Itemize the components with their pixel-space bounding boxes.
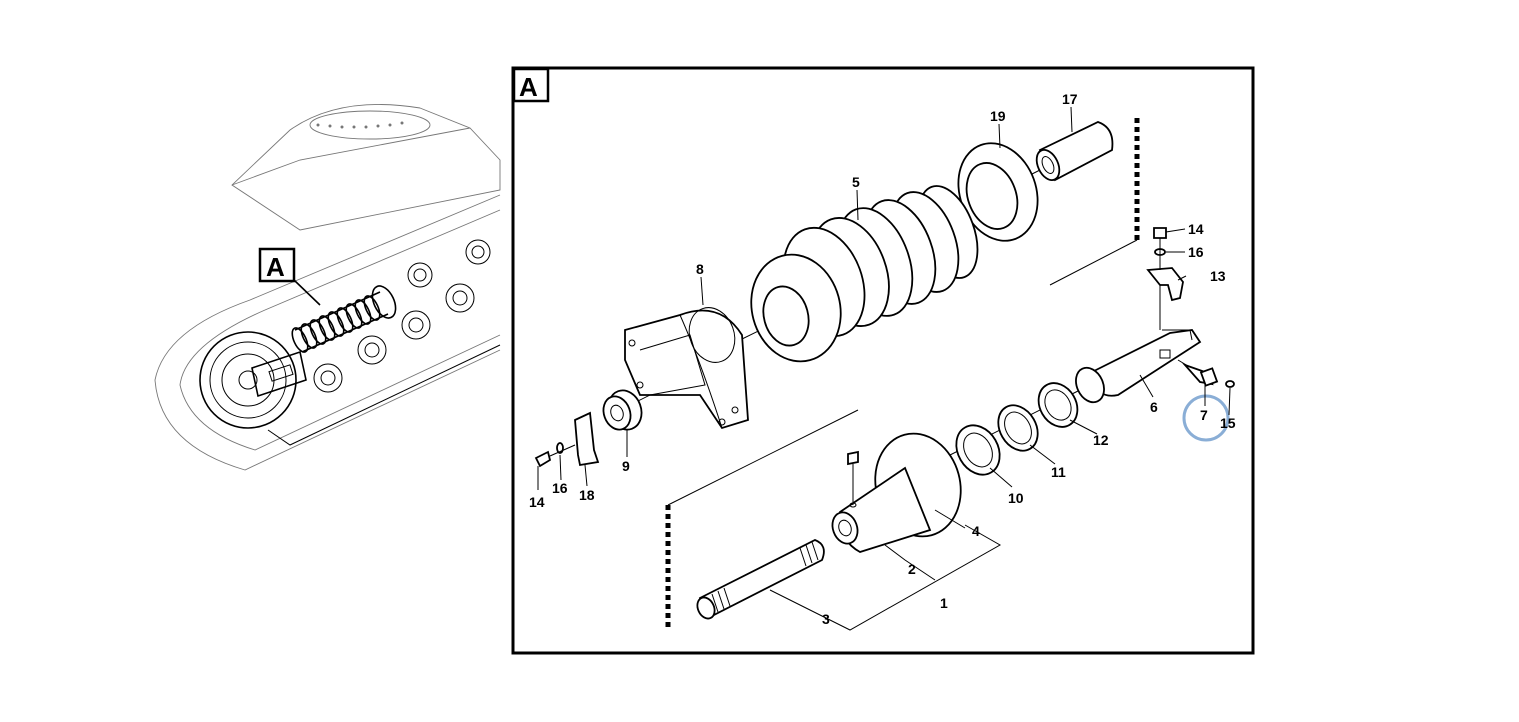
label-part-13: 13 (1210, 268, 1226, 284)
label-part-8: 8 (696, 261, 704, 277)
part-12-ring (1037, 382, 1079, 428)
part-14-bolt-right (1153, 227, 1167, 270)
label-part-16-left: 16 (552, 480, 568, 496)
detail-callout-box (512, 67, 550, 103)
part-3-threaded-rod (696, 539, 825, 620)
part-9-nut (602, 389, 643, 431)
label-part-2: 2 (908, 561, 916, 577)
label-part-12: 12 (1093, 432, 1109, 448)
part-14-bolt-left (534, 444, 576, 468)
label-part-11: 11 (1051, 464, 1066, 480)
part-15-cap (1225, 380, 1235, 388)
part-labels: 17 19 5 8 14 16 13 6 7 15 12 11 10 4 2 1… (529, 91, 1236, 627)
part-17-lock-plate (574, 411, 600, 467)
part-10-ring (955, 424, 1001, 476)
leader-lines (537, 106, 1231, 529)
label-part-14-left: 14 (529, 494, 545, 510)
part-7-grease-valve (1177, 359, 1219, 387)
part-8-bracket (624, 307, 749, 430)
label-part-4: 4 (972, 523, 980, 539)
part-13-bracket-plate (1146, 267, 1184, 330)
part-11-ring (997, 404, 1039, 452)
label-part-19: 19 (990, 108, 1006, 124)
detail-callout-label: A (519, 72, 538, 102)
part-2-flanged-sleeve (831, 432, 962, 553)
undercarriage-overview: A (154, 104, 501, 471)
label-part-14-right: 14 (1188, 221, 1204, 237)
label-part-18: 17 (1062, 91, 1078, 107)
part-5-spring (750, 185, 979, 363)
label-part-16-right: 16 (1188, 244, 1204, 260)
overview-callout-label: A (266, 252, 285, 282)
label-part-10: 10 (1008, 490, 1024, 506)
track-rollers (313, 239, 491, 393)
overview-callout-box (258, 247, 296, 283)
overview-spring (291, 285, 397, 353)
part-19-ring (957, 142, 1039, 242)
label-part-17: 18 (579, 487, 595, 503)
part-4-pin (847, 450, 859, 508)
part-18-bushing (1035, 121, 1114, 182)
label-part-3: 3 (822, 611, 830, 627)
label-part-5: 5 (852, 174, 860, 190)
highlight-circle (1182, 394, 1230, 442)
label-part-6: 6 (1150, 399, 1158, 415)
part-6-cylinder (1075, 329, 1202, 404)
label-part-15: 15 (1220, 415, 1236, 431)
label-part-7: 7 (1200, 407, 1208, 423)
label-part-9: 9 (622, 458, 630, 474)
assembly-bracket-1 (769, 524, 1002, 631)
detail-frame (511, 66, 1255, 655)
label-part-1: 1 (940, 595, 948, 611)
